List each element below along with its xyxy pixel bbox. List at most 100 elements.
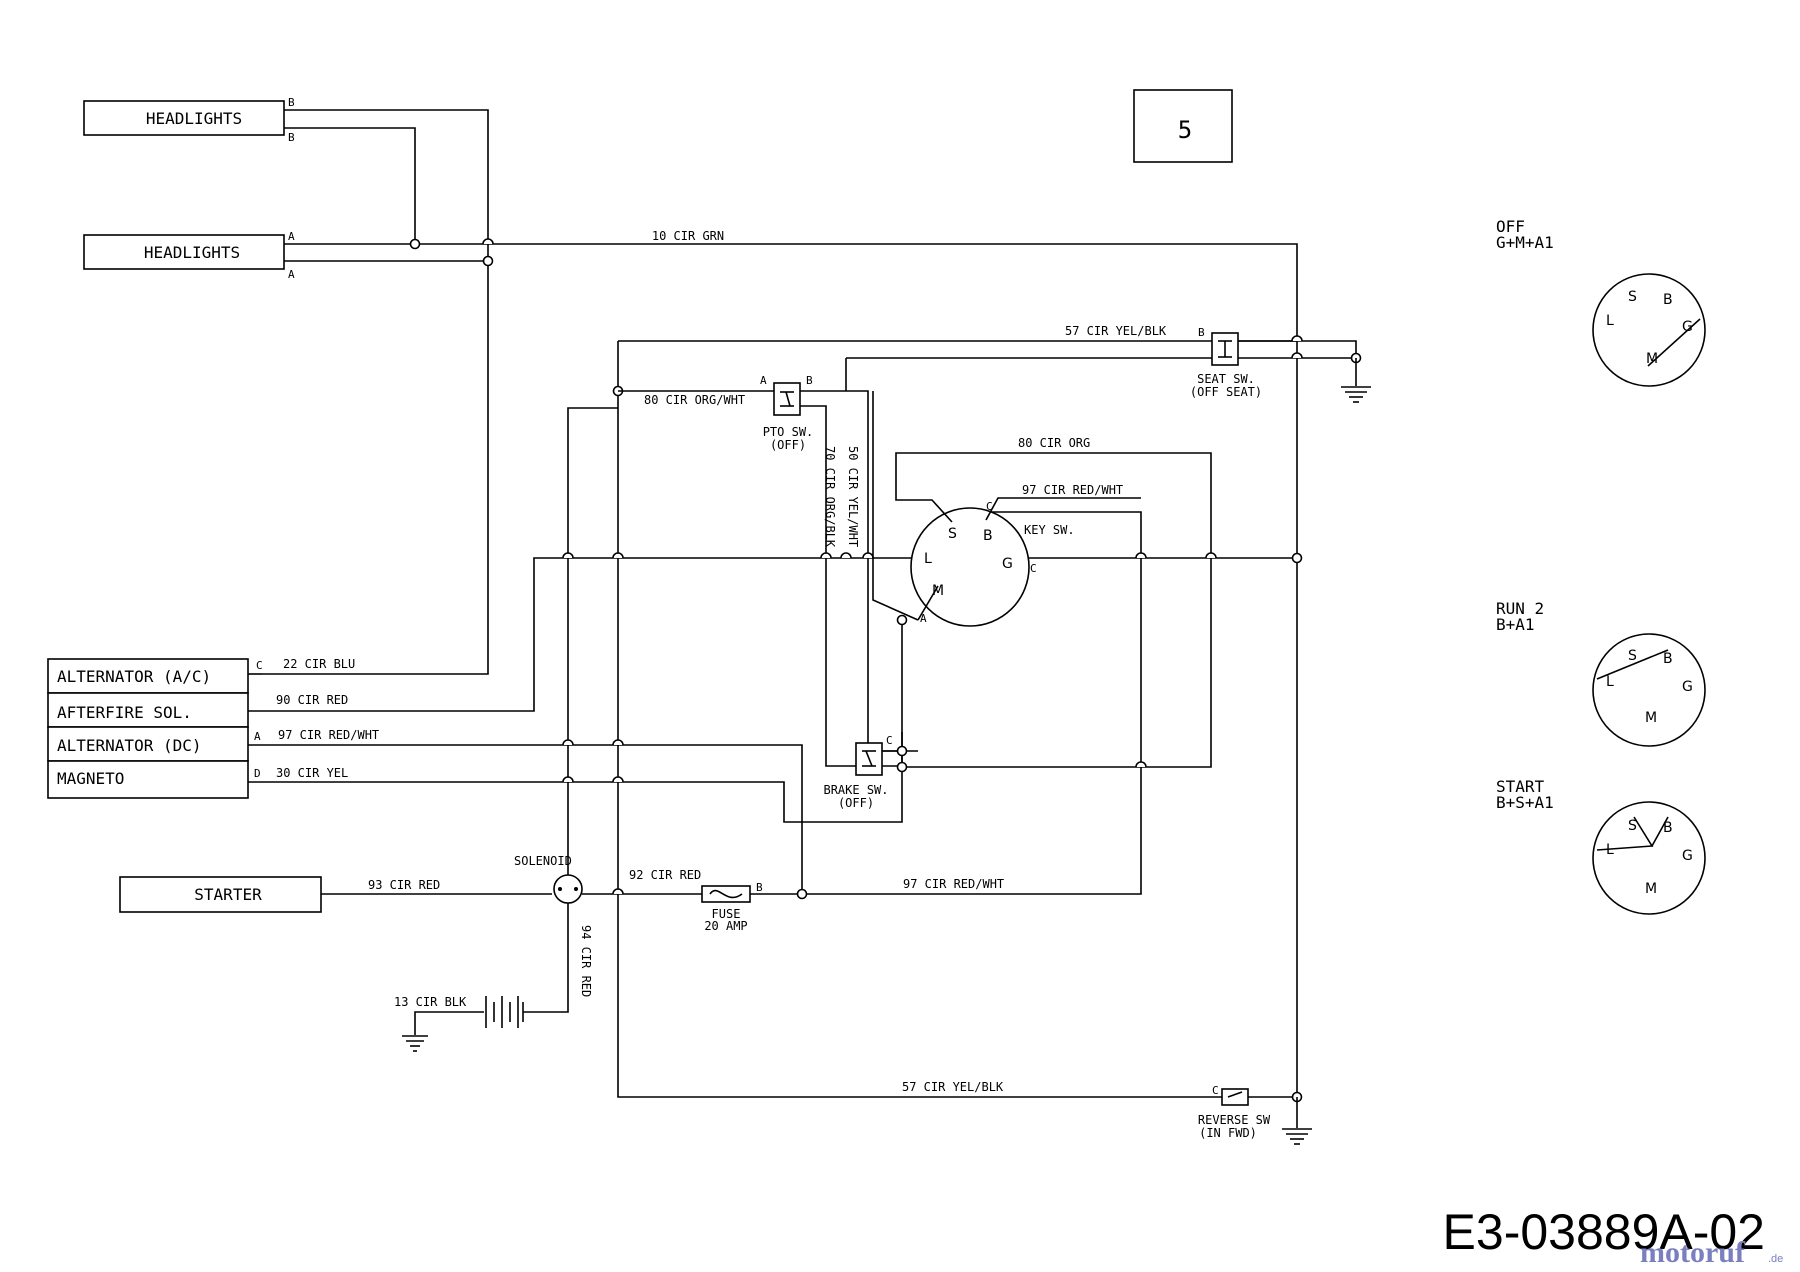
seat-label: SEAT SW. — [1197, 372, 1255, 386]
dial-off: OFF G+M+A1 S B L G M — [1496, 217, 1706, 387]
wire-97-alt — [248, 744, 803, 895]
svg-text:B: B — [756, 881, 763, 894]
label-w80-org: 80 CIR ORG — [1018, 436, 1090, 450]
label-w90: 90 CIR RED — [276, 693, 348, 707]
fuse-label: FUSE — [712, 907, 741, 921]
label-w50: 50 CIR YEL/WHT — [846, 446, 860, 547]
fuse-rating: 20 AMP — [704, 919, 747, 933]
starter-label: STARTER — [194, 885, 262, 904]
svg-text:B: B — [1198, 326, 1205, 339]
label-w70: 70 CIR ORG/BLK — [823, 446, 837, 548]
wire-94 — [523, 903, 569, 1013]
dial-run2-name: RUN 2 — [1496, 599, 1544, 618]
svg-text:C: C — [1030, 562, 1037, 575]
label-w97-fuse: 97 CIR RED/WHT — [903, 877, 1004, 891]
watermark: motoruf — [1640, 1236, 1746, 1269]
svg-text:G: G — [1682, 319, 1693, 335]
svg-text:S: S — [1628, 648, 1637, 664]
wire-90 — [248, 557, 1297, 712]
watermark-suffix: .de — [1768, 1253, 1783, 1265]
wire-headlight-b2 — [284, 127, 416, 244]
svg-text:C: C — [256, 659, 263, 672]
label-w94: 94 CIR RED — [579, 925, 593, 997]
svg-text:S: S — [1628, 289, 1637, 305]
key-switch: S B L G M C C A KEY SW. — [910, 500, 1075, 627]
svg-text:B: B — [288, 131, 295, 144]
brake-off: (OFF) — [838, 796, 874, 810]
svg-text:B: B — [1663, 651, 1673, 667]
svg-text:L: L — [924, 551, 932, 567]
svg-text:S: S — [948, 526, 957, 542]
svg-text:M: M — [1645, 710, 1657, 726]
ground-icon-battery — [402, 1035, 428, 1052]
wire-22 — [262, 109, 489, 675]
reverse-label: REVERSE SW — [1198, 1113, 1271, 1127]
svg-text:A: A — [760, 374, 767, 387]
label-w57-top: 57 CIR YEL/BLK — [1065, 324, 1167, 338]
svg-text:L: L — [1606, 674, 1614, 690]
reverse-switch: C REVERSE SW (IN FWD) — [1198, 1084, 1271, 1140]
svg-text:G: G — [1682, 679, 1693, 695]
battery — [414, 996, 524, 1035]
svg-text:M: M — [1645, 881, 1657, 897]
label-w13: 13 CIR BLK — [394, 995, 467, 1009]
svg-text:C: C — [886, 734, 893, 747]
wire-80-org — [895, 452, 1212, 768]
dial-run2: RUN 2 B+A1 S B L G M — [1496, 599, 1706, 747]
headlights-a: HEADLIGHTS A A — [83, 230, 295, 281]
headlights-b-label: HEADLIGHTS — [146, 109, 242, 128]
dial-off-name: OFF — [1496, 217, 1525, 236]
wire-30 — [248, 732, 903, 823]
svg-text:B: B — [1663, 820, 1673, 836]
dial-off-connections: G+M+A1 — [1496, 233, 1554, 252]
svg-text:A: A — [920, 612, 927, 625]
svg-text:B: B — [806, 374, 813, 387]
svg-text:L: L — [1606, 842, 1614, 858]
svg-text:B: B — [983, 528, 993, 544]
alternator-ac-label: ALTERNATOR (A/C) — [57, 667, 211, 686]
wire-10 — [284, 243, 1298, 1100]
drawing-code: E3-03889A-02 — [1443, 1204, 1765, 1260]
svg-text:B: B — [288, 96, 295, 109]
wire-97-fuse — [750, 511, 1142, 895]
label-w30: 30 CIR YEL — [276, 766, 348, 780]
svg-text:C: C — [1212, 1084, 1219, 1097]
svg-text:A: A — [288, 230, 295, 243]
wire-97-key — [985, 497, 1141, 521]
solenoid-label: SOLENOID — [514, 854, 572, 868]
page-number: 5 — [1178, 116, 1192, 144]
headlights-a-label: HEADLIGHTS — [144, 243, 240, 262]
svg-text:A: A — [254, 730, 261, 743]
afterfire-label: AFTERFIRE SOL. — [57, 703, 192, 722]
label-w97-key: 97 CIR RED/WHT — [1022, 483, 1123, 497]
ground-icon-seat — [1341, 386, 1371, 403]
wire-solenoid-up — [567, 407, 618, 875]
wire-50 — [800, 390, 918, 752]
dial-start-connections: B+S+A1 — [1496, 793, 1554, 812]
svg-text:A: A — [288, 268, 295, 281]
svg-text:B: B — [1663, 292, 1673, 308]
svg-text:S: S — [1628, 818, 1637, 834]
wire-70 — [800, 405, 856, 767]
pto-label: PTO SW. — [763, 425, 814, 439]
svg-text:M: M — [932, 583, 944, 599]
reverse-fwd: (IN FWD) — [1199, 1126, 1257, 1140]
alternator-dc-label: ALTERNATOR (DC) — [57, 736, 202, 755]
headlights-b: HEADLIGHTS B B — [83, 96, 295, 144]
dial-start-name: START — [1496, 777, 1545, 796]
label-w80-pto: 80 CIR ORG/WHT — [644, 393, 745, 407]
magneto-label: MAGNETO — [57, 769, 124, 788]
fuse: B FUSE 20 AMP — [701, 881, 763, 933]
brake-switch: C BRAKE SW. (OFF) — [823, 734, 892, 810]
ground-icon-reverse — [1282, 1128, 1312, 1145]
wire-57-bottom — [617, 341, 1222, 1098]
pto-off: (OFF) — [770, 438, 806, 452]
svg-text:D: D — [254, 767, 261, 780]
page-number-box — [1133, 89, 1233, 163]
svg-text:M: M — [1646, 351, 1658, 367]
svg-text:C: C — [986, 500, 993, 513]
label-w57-bottom: 57 CIR YEL/BLK — [902, 1080, 1004, 1094]
label-w93: 93 CIR RED — [368, 878, 440, 892]
engine-connectors: ALTERNATOR (A/C) AFTERFIRE SOL. ALTERNAT… — [47, 658, 263, 799]
